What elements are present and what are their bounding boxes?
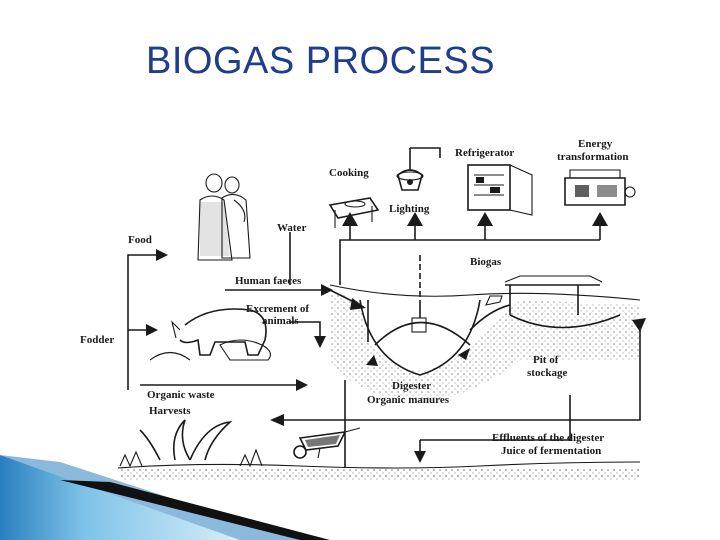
label-energy: Energy: [578, 138, 613, 150]
label-organic-manures: Organic manures: [367, 394, 450, 406]
ground: [117, 284, 641, 480]
label-refrigerator: Refrigerator: [455, 147, 514, 159]
digester: [359, 299, 511, 376]
label-cooking: Cooking: [329, 167, 369, 179]
label-stockage: stockage: [527, 367, 567, 379]
decorative-band: [0, 455, 330, 540]
diagram-labels: Cooking Lighting Refrigerator Energy tra…: [80, 138, 629, 457]
stockage-pit: [485, 275, 646, 332]
lamp-icon: [396, 147, 441, 191]
flow-arrows: [127, 232, 641, 468]
label-fodder: Fodder: [80, 334, 114, 346]
cooking-stove-icon: [328, 197, 380, 228]
biogas-pipes: [339, 212, 608, 300]
label-pit-of: Pit of: [533, 354, 559, 366]
label-transformation: transformation: [557, 151, 629, 163]
plants-illustration: [119, 419, 263, 468]
label-effluents: Effluents of the digester: [492, 432, 604, 444]
wheelbarrow-icon: [293, 427, 361, 459]
label-animals: animals: [262, 315, 299, 327]
refrigerator-icon: [467, 164, 533, 216]
label-lighting: Lighting: [389, 203, 430, 215]
label-human-faeces: Human faeces: [235, 275, 302, 287]
label-water: Water: [277, 222, 306, 234]
label-organic-waste: Organic waste: [147, 389, 215, 401]
label-juice: Juice of fermentation: [501, 445, 601, 457]
slide-title: BIOGAS PROCESS: [146, 40, 496, 82]
label-biogas: Biogas: [470, 256, 502, 268]
label-excrement: Excrement of: [246, 303, 309, 315]
generator-icon: [564, 169, 636, 206]
label-harvests: Harvests: [149, 405, 191, 417]
animals-illustration: [149, 308, 271, 361]
people-illustration: [197, 173, 251, 261]
label-digester: Digester: [392, 380, 431, 392]
label-food: Food: [128, 234, 152, 246]
